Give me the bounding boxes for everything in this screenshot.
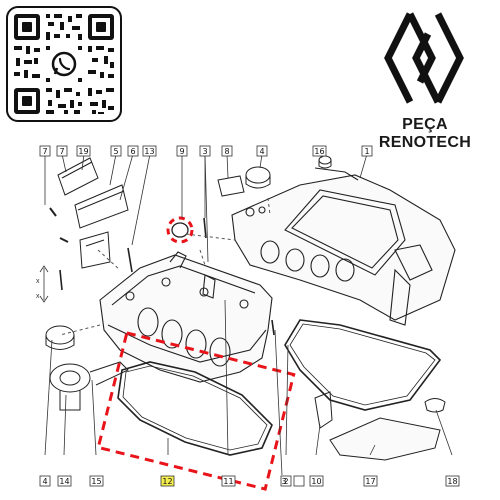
callout-box: 5 bbox=[110, 145, 122, 157]
valve-cover bbox=[99, 251, 273, 383]
callout-box: 3 bbox=[281, 475, 305, 487]
whatsapp-icon bbox=[50, 50, 78, 78]
bottom-callouts: 4 14 15 12 11 2 3 10 17 18 bbox=[39, 475, 460, 496]
svg-text:11: 11 bbox=[223, 477, 233, 486]
callout-box: 18 bbox=[445, 475, 460, 487]
brand-name: PEÇA RENOTECH bbox=[378, 116, 472, 151]
svg-text:9: 9 bbox=[179, 147, 184, 156]
svg-text:7: 7 bbox=[59, 147, 64, 156]
svg-text:15: 15 bbox=[91, 477, 101, 486]
timing-covers bbox=[57, 157, 129, 269]
svg-text:2: 2 bbox=[283, 477, 288, 486]
gasket-right bbox=[284, 319, 442, 411]
highlight-marks bbox=[96, 216, 296, 491]
svg-text:6: 6 bbox=[130, 147, 135, 156]
callout-box: 7 bbox=[56, 145, 68, 157]
leader-lines bbox=[44, 153, 453, 476]
svg-text:4: 4 bbox=[42, 477, 47, 486]
svg-text:10: 10 bbox=[311, 477, 321, 486]
callout-box: 16 bbox=[312, 145, 327, 157]
callout-box: 1 bbox=[361, 145, 373, 157]
callout-box: 9 bbox=[176, 145, 188, 157]
cap-18 bbox=[424, 398, 446, 413]
callout-box: 4 bbox=[39, 475, 51, 487]
callout-box: 17 bbox=[363, 475, 378, 487]
svg-text:17: 17 bbox=[365, 477, 375, 486]
clip-10 bbox=[314, 391, 333, 429]
callout-box-highlighted: 12 bbox=[160, 475, 175, 487]
oil-cap-top bbox=[245, 166, 271, 189]
callout-box: 8 bbox=[221, 145, 233, 157]
svg-text:19: 19 bbox=[78, 147, 88, 156]
whatsapp-qr-code-icon bbox=[14, 14, 114, 114]
svg-text:16: 16 bbox=[314, 147, 324, 156]
gasket-left bbox=[117, 361, 273, 456]
side-arrow-label: x bbox=[36, 293, 40, 300]
svg-text:13: 13 bbox=[144, 147, 154, 156]
callout-box bbox=[268, 486, 278, 496]
callout-box: 11 bbox=[221, 475, 236, 487]
oil-cap-left bbox=[45, 325, 75, 350]
svg-text:1: 1 bbox=[364, 147, 369, 156]
callout-box: 7 bbox=[39, 145, 51, 157]
callout-box: 10 bbox=[309, 475, 324, 487]
bolts bbox=[49, 207, 275, 336]
callout-box: 13 bbox=[142, 145, 157, 157]
bracket-8 bbox=[217, 175, 245, 197]
side-arrows bbox=[39, 265, 49, 303]
callout-box: 6 bbox=[127, 145, 139, 157]
qr-code[interactable] bbox=[6, 6, 122, 122]
svg-text:8: 8 bbox=[224, 147, 229, 156]
callout-box: 2 bbox=[280, 475, 292, 487]
top-callouts: 7 7 19 5 6 13 9 3 8 4 16 1 bbox=[39, 145, 373, 157]
svg-text:4: 4 bbox=[259, 147, 264, 156]
callout-box: 15 bbox=[89, 475, 104, 487]
small-cap-16 bbox=[318, 155, 332, 169]
heat-shield-17 bbox=[329, 417, 441, 461]
renault-diamond-logo-icon bbox=[384, 12, 464, 104]
callout-box: 4 bbox=[256, 145, 268, 157]
svg-text:5: 5 bbox=[113, 147, 118, 156]
callout-box: 3 bbox=[199, 145, 211, 157]
seal-9 bbox=[171, 222, 189, 238]
highlight-seal-circle bbox=[166, 216, 194, 244]
svg-text:3: 3 bbox=[202, 147, 207, 156]
svg-text:18: 18 bbox=[447, 477, 457, 486]
svg-text:12: 12 bbox=[162, 477, 172, 486]
callout-box: 19 bbox=[76, 145, 91, 157]
side-arrow-label: x bbox=[36, 278, 40, 285]
rocker-cover-assembly bbox=[231, 167, 456, 326]
callout-box: 14 bbox=[57, 475, 72, 487]
highlight-gasket-frame bbox=[96, 331, 296, 491]
svg-text:14: 14 bbox=[59, 477, 69, 486]
svg-text:3: 3 bbox=[281, 477, 286, 486]
svg-text:7: 7 bbox=[42, 147, 47, 156]
construction-lines bbox=[59, 197, 271, 336]
